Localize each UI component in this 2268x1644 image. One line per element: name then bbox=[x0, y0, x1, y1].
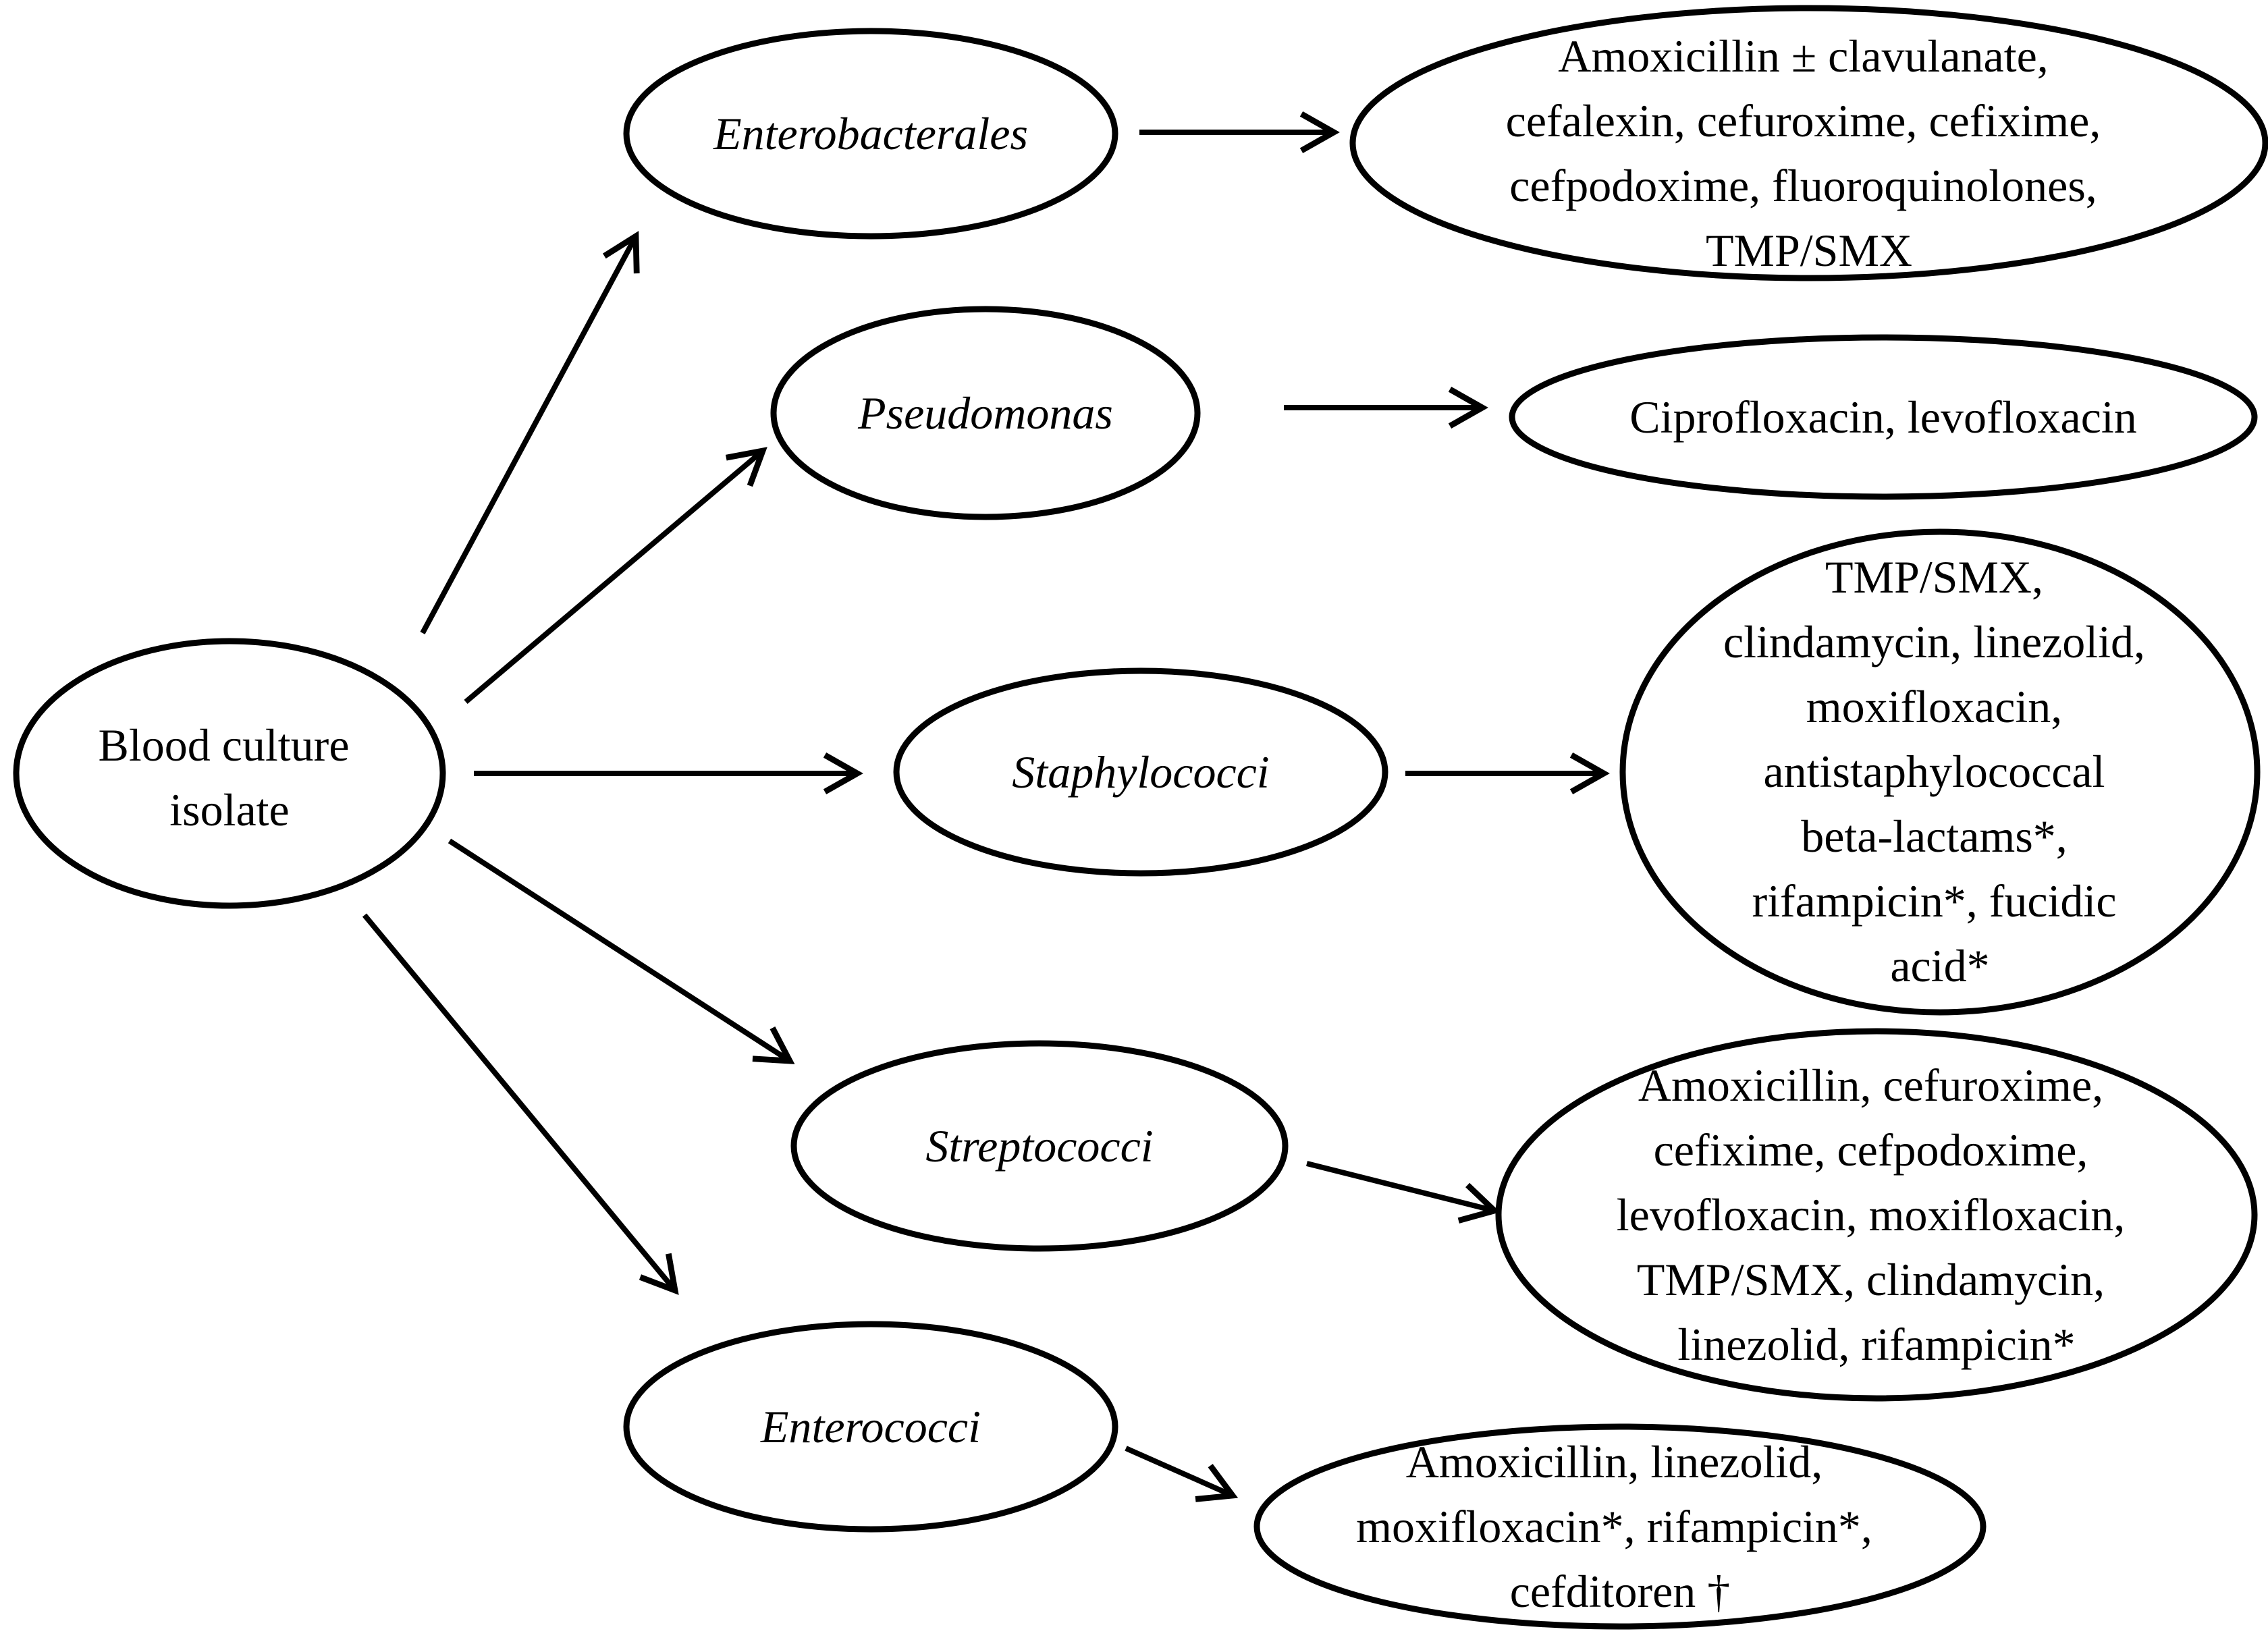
treatment-enterococci-text: Amoxicillin, linezolid, moxifloxacin*, r… bbox=[1356, 1436, 1884, 1617]
node-pseudomonas: Pseudomonas bbox=[770, 306, 1201, 520]
treatment-staphylococci-text: TMP/SMX, clindamycin, linezolid, moxiflo… bbox=[1723, 551, 2157, 991]
node-root-line: Blood culture bbox=[98, 719, 349, 771]
treatment-line: cefditoren † bbox=[1510, 1566, 1731, 1617]
treatment-line: rifampicin*, fucidic bbox=[1752, 875, 2116, 927]
treatment-enterococci-ellipse bbox=[1253, 1423, 1987, 1630]
node-streptococci-label: Streptococci bbox=[925, 1120, 1153, 1172]
treatment-pseudomonas-ellipse bbox=[1509, 334, 2258, 500]
treatment-streptococci-ellipse bbox=[1495, 1028, 2258, 1402]
treatment-line: TMP/SMX, clindamycin, bbox=[1637, 1254, 2105, 1305]
treatment-enterobacterales: Amoxicillin ± clavulanate, cefalexin, ce… bbox=[1349, 5, 2268, 281]
node-root-ellipse bbox=[13, 638, 446, 909]
arrow-root-to-enterobacterales bbox=[420, 231, 640, 634]
node-root-label: Blood culture isolate bbox=[98, 719, 360, 835]
node-root-line: isolate bbox=[169, 784, 290, 835]
treatment-line: levofloxacin, moxifloxacin, bbox=[1617, 1189, 2125, 1240]
arrow-root-to-streptococci bbox=[448, 838, 795, 1064]
treatment-line: beta-lactams*, bbox=[1801, 811, 2068, 862]
treatment-line: cefixime, cefpodoxime, bbox=[1654, 1124, 2088, 1176]
treatment-enterobacterales-text: Amoxicillin ± clavulanate, cefalexin, ce… bbox=[1506, 30, 2113, 276]
node-staphylococci-ellipse bbox=[893, 667, 1388, 877]
treatment-line: cefpodoxime, fluoroquinolones, bbox=[1509, 160, 2097, 211]
treatment-line: Amoxicillin ± clavulanate, bbox=[1558, 30, 2049, 82]
arrow-enterococci-to-treatment bbox=[1125, 1446, 1239, 1502]
arrow-root-to-enterococci bbox=[362, 913, 679, 1295]
arrows bbox=[362, 111, 1610, 1502]
treatment-line: antistaphylococcal bbox=[1763, 746, 2105, 797]
node-pseudomonas-label: Pseudomonas bbox=[857, 387, 1113, 439]
treatment-streptococci-text: Amoxicillin, cefuroxime, cefixime, cefpo… bbox=[1617, 1060, 2136, 1370]
treatment-line: clindamycin, linezolid, bbox=[1723, 616, 2145, 667]
treatment-line: moxifloxacin, bbox=[1806, 681, 2063, 732]
treatment-staphylococci: TMP/SMX, clindamycin, linezolid, moxiflo… bbox=[1619, 528, 2261, 1016]
treatment-enterobacterales-ellipse bbox=[1349, 5, 2268, 281]
treatment-enterococci: Amoxicillin, linezolid, moxifloxacin*, r… bbox=[1253, 1423, 1987, 1630]
treatment-pseudomonas: Ciprofloxacin, levofloxacin bbox=[1509, 334, 2258, 500]
node-pseudomonas-ellipse bbox=[770, 306, 1201, 520]
arrow-root-to-pseudomonas bbox=[464, 447, 767, 705]
node-root: Blood culture isolate bbox=[13, 638, 446, 909]
node-enterobacterales-label: Enterobacterales bbox=[713, 108, 1028, 159]
treatment-line: Amoxicillin, cefuroxime, bbox=[1638, 1060, 2103, 1111]
node-enterobacterales: Enterobacterales bbox=[623, 28, 1118, 240]
node-staphylococci: Staphylococci bbox=[893, 667, 1388, 877]
treatment-streptococci: Amoxicillin, cefuroxime, cefixime, cefpo… bbox=[1495, 1028, 2258, 1402]
node-enterococci-ellipse bbox=[623, 1321, 1118, 1533]
treatment-line: moxifloxacin*, rifampicin*, bbox=[1356, 1501, 1872, 1552]
node-streptococci: Streptococci bbox=[790, 1040, 1289, 1252]
treatment-staphylococci-ellipse bbox=[1619, 528, 2261, 1016]
node-staphylococci-label: Staphylococci bbox=[1012, 746, 1269, 798]
treatment-line: Amoxicillin, linezolid, bbox=[1406, 1436, 1823, 1487]
node-enterococci-label: Enterococci bbox=[760, 1401, 981, 1452]
treatment-line: linezolid, rifampicin* bbox=[1677, 1319, 2075, 1370]
treatment-pseudomonas-text: Ciprofloxacin, levofloxacin bbox=[1629, 391, 2137, 443]
treatment-line: cefalexin, cefuroxime, cefixime, bbox=[1506, 95, 2101, 146]
node-enterobacterales-ellipse bbox=[623, 28, 1118, 240]
node-streptococci-ellipse bbox=[790, 1040, 1289, 1252]
treatment-line: TMP/SMX bbox=[1706, 225, 1912, 276]
node-enterococci: Enterococci bbox=[623, 1321, 1118, 1533]
treatment-line: TMP/SMX, bbox=[1825, 551, 2043, 603]
arrow-streptococci-to-treatment bbox=[1306, 1161, 1501, 1224]
treatment-line: acid* bbox=[1890, 940, 1989, 991]
